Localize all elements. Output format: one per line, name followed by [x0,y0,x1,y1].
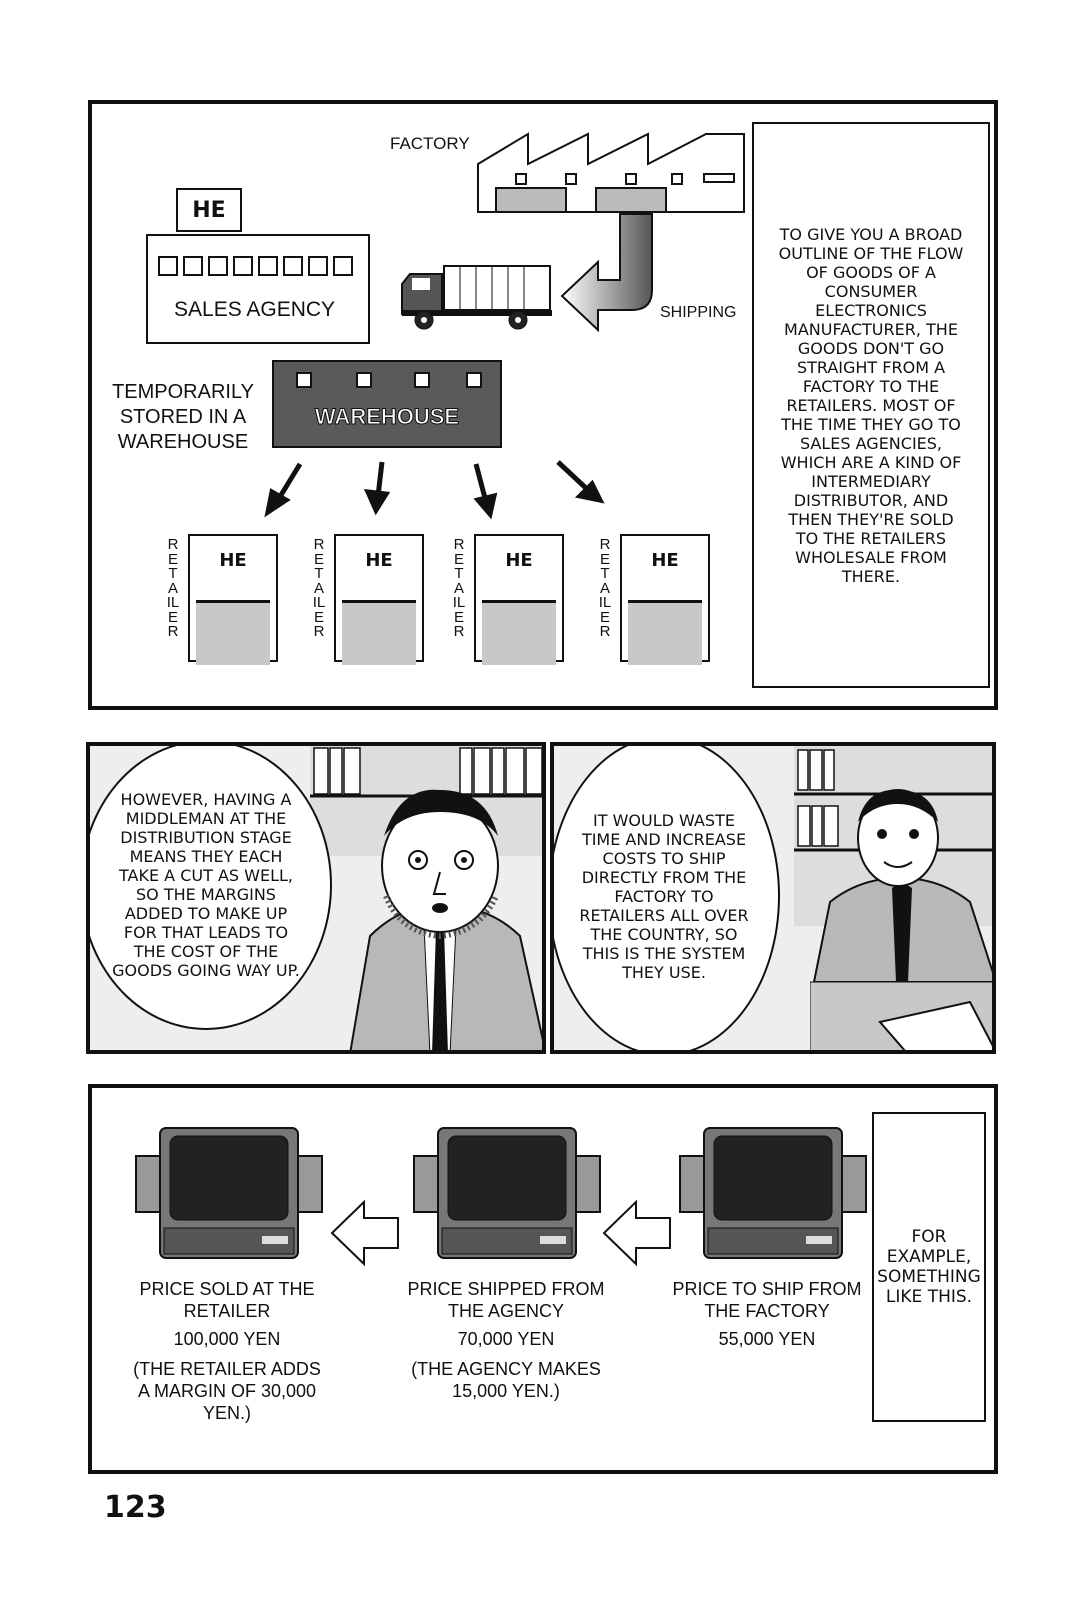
truck [401,265,552,330]
logo-he-text: HE [192,197,226,223]
agency-price-note: (THE AGENCY MAKES 15,000 YEN.) [411,1359,601,1401]
temporarily-stored-label: TEMPORARILY STORED IN A WAREHOUSE [112,381,254,453]
factory-label: FACTORY [390,134,470,153]
sales-agency-logo-sign: HE [176,188,242,232]
panel-distribution-diagram: FACTORY SHIPPING HE [88,100,998,710]
factory-price-value: 55,000 YEN [718,1329,816,1349]
retailer-storefront [482,600,556,665]
tv-agency [413,1127,601,1259]
warehouse-building: WAREHOUSE [272,360,502,448]
speech-text-left: HOWEVER, HAVING A MIDDLEMAN AT THE DISTR… [112,790,300,980]
retailer-price-caption: PRICE SOLD AT THE RETAILER 100,000 YEN (… [132,1278,322,1424]
retailer-storefront [628,600,702,665]
retailer-logo: HE [219,550,247,571]
presenter-character-smiling [810,789,992,1050]
retailer-price-note: (THE RETAILER ADDS A MARGIN OF 30,000 YE… [133,1359,321,1423]
narration-example-text: FOR EXAMPLE, SOMETHING LIKE THIS. [877,1227,981,1307]
shipping-arrow [560,213,653,332]
retailer-3: RETAILER HE [452,534,564,665]
sales-agency-building: SALES AGENCY [146,234,370,344]
narration-box: TO GIVE YOU A BROAD OUTLINE OF THE FLOW … [752,122,990,688]
warehouse-label: WAREHOUSE [314,404,460,430]
agency-price-caption: PRICE SHIPPED FROM THE AGENCY 70,000 YEN… [404,1278,608,1402]
agency-price-title: PRICE SHIPPED FROM THE AGENCY [407,1279,605,1321]
retailer-label: RETAILER [452,536,466,640]
retailer-label: RETAILER [312,536,326,640]
arrow-factory-to-agency [602,1200,671,1266]
panel-presenter-left: HOWEVER, HAVING A MIDDLEMAN AT THE DISTR… [86,742,546,1054]
retailer-2: RETAILER HE [312,534,424,665]
panel-presenter-right: IT WOULD WASTE TIME AND INCREASE COSTS T… [550,742,996,1054]
shipping-label: SHIPPING [660,304,737,321]
page-number: 123 [104,1490,167,1525]
retailer-logo: HE [365,550,393,571]
distribution-arrows [264,460,605,520]
speech-text-right: IT WOULD WASTE TIME AND INCREASE COSTS T… [579,810,749,982]
retailer-1: RETAILER HE [166,534,278,665]
factory-price-title: PRICE TO SHIP FROM THE FACTORY [672,1279,862,1321]
factory-price-caption: PRICE TO SHIP FROM THE FACTORY 55,000 YE… [672,1278,862,1350]
retailer-price-value: 100,000 YEN [173,1329,281,1349]
retailer-4: RETAILER HE [598,534,710,665]
arrow-agency-to-retailer [330,1200,399,1266]
retailer-logo: HE [505,550,533,571]
speech-bubble-right: IT WOULD WASTE TIME AND INCREASE COSTS T… [554,746,780,1050]
sales-agency-windows [158,256,353,276]
retailer-storefront [196,600,270,665]
agency-price-value: 70,000 YEN [457,1329,555,1349]
tv-retailer [135,1127,323,1259]
retailer-storefront [342,600,416,665]
retailer-label: RETAILER [598,536,612,640]
panel-price-chain: PRICE SOLD AT THE RETAILER 100,000 YEN (… [88,1084,998,1474]
factory-building [477,132,745,213]
speech-bubble-left: HOWEVER, HAVING A MIDDLEMAN AT THE DISTR… [90,746,332,1030]
tv-factory [679,1127,867,1259]
narration-text: TO GIVE YOU A BROAD OUTLINE OF THE FLOW … [778,224,964,586]
narration-box-example: FOR EXAMPLE, SOMETHING LIKE THIS. [872,1112,986,1422]
retailer-price-title: PRICE SOLD AT THE RETAILER [139,1279,315,1321]
presenter-character [349,789,542,1050]
sales-agency-label: SALES AGENCY [174,298,336,321]
retailer-label: RETAILER [166,536,180,640]
retailer-logo: HE [651,550,679,571]
